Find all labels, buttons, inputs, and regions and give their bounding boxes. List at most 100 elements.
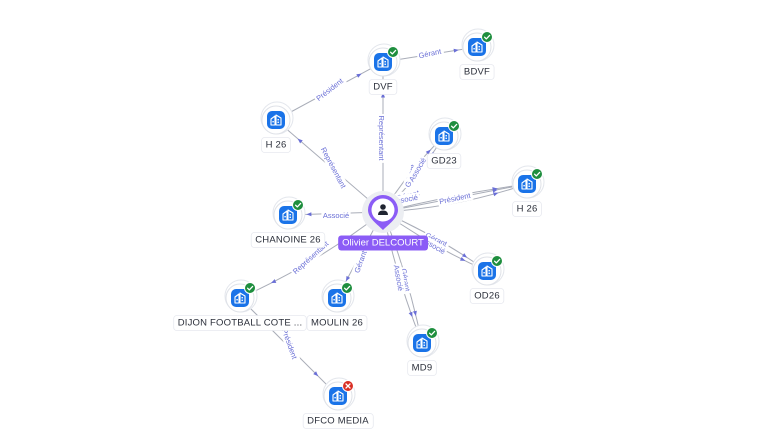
edge-arrow — [408, 311, 413, 318]
center-inner — [371, 198, 395, 222]
edge-label-text: Associé — [392, 264, 405, 291]
center-name-background — [338, 235, 429, 251]
edge-arrow — [460, 256, 466, 261]
edge-label: Président — [313, 75, 347, 104]
building-icon — [377, 56, 389, 68]
node-label-background — [173, 315, 307, 331]
edge-arrow — [306, 212, 312, 217]
building-icon — [270, 114, 282, 126]
node-label-background — [250, 232, 326, 248]
edge-arrow — [297, 138, 303, 144]
company-node-gd23[interactable]: GD23 — [426, 117, 462, 169]
node-label-background — [306, 315, 368, 331]
node-label-background — [426, 153, 462, 169]
node-label-text: DIJON FOOTBALL COTE ... — [178, 318, 303, 329]
edge-label-background — [437, 190, 474, 207]
edge-label: Associé — [391, 262, 406, 293]
company-node-h26b[interactable]: H 26 — [511, 165, 545, 217]
edge-label-background — [351, 247, 370, 276]
company-node-h26a[interactable]: H 26 — [260, 101, 294, 153]
node-label-text: CHANOINE 26 — [255, 235, 321, 246]
center-node-layer: Olivier DELCOURT — [338, 191, 429, 251]
building-icon — [438, 130, 450, 142]
edge-label: Associé — [321, 210, 351, 221]
building-icon — [521, 178, 533, 190]
edge-label: Représentant — [318, 144, 350, 192]
node-label-background — [469, 288, 505, 304]
node-label-text: DFCO MEDIA — [307, 416, 369, 427]
check-icon — [491, 255, 503, 267]
node-label-text: MOULIN 26 — [311, 318, 363, 329]
edge-arrow — [425, 149, 431, 155]
node-label-background — [512, 201, 542, 217]
nodes-layer: DVF BDVF H 26 GD23 H 26 CHANOINE 26 OD26DIJON … — [173, 28, 545, 429]
company-node-chanoine[interactable]: CHANOINE 26 — [250, 196, 326, 248]
center-person-node[interactable]: Olivier DELCOURT — [338, 191, 429, 251]
center-name-tag: Olivier DELCOURT — [338, 235, 429, 251]
check-icon — [244, 282, 256, 294]
edge-label-background — [391, 262, 406, 293]
node-label: MD9 — [407, 360, 437, 376]
node-label-background — [407, 360, 437, 376]
edge-label-text: Associé — [323, 211, 349, 220]
check-icon — [292, 199, 304, 211]
company-node-dfco[interactable]: DFCO MEDIA — [302, 377, 374, 429]
cross-icon — [342, 380, 354, 392]
edge-arrow — [412, 310, 417, 317]
edge-label-text: Représentant — [377, 115, 386, 161]
company-node-bdvf[interactable]: BDVF — [459, 28, 495, 80]
edge-arrow — [381, 92, 385, 98]
company-node-md9[interactable]: MD9 — [406, 324, 440, 376]
check-icon — [426, 327, 438, 339]
node-label: H 26 — [261, 137, 291, 153]
edge-label: Gérant — [351, 247, 370, 276]
edge-arrow — [492, 188, 498, 193]
edge-label-background — [318, 144, 350, 192]
building-icon — [416, 337, 428, 349]
node-label-background — [368, 79, 398, 95]
building-icon — [282, 209, 294, 221]
edge-label-background — [406, 155, 429, 185]
building-icon — [471, 41, 483, 53]
node-label-text: MD9 — [412, 363, 433, 374]
edge-label-background — [279, 326, 301, 363]
node-label-background — [302, 413, 374, 429]
person-icon — [378, 204, 388, 215]
check-icon — [341, 282, 353, 294]
edge-label-text: Gérant — [352, 249, 369, 274]
node-label: BDVF — [459, 64, 495, 80]
building-icon — [234, 292, 246, 304]
node-label-background — [261, 137, 291, 153]
node-label: DFCO MEDIA — [302, 413, 374, 429]
edge-label-text: Président — [314, 76, 345, 103]
edge-label-background — [313, 75, 347, 104]
edge-label-background — [376, 113, 387, 163]
edge-arrow — [270, 279, 277, 284]
edge-label-text: Président — [438, 191, 472, 207]
edge-label: Président — [437, 190, 474, 207]
edge-label: Représentant — [376, 113, 387, 163]
building-icon — [332, 390, 344, 402]
edge-label-text: Président — [280, 327, 300, 361]
edge-arrow — [345, 275, 351, 282]
node-label-text: OD26 — [474, 291, 500, 302]
node-label-text: H 26 — [266, 140, 287, 151]
company-node-dvf[interactable]: DVF — [367, 43, 401, 95]
company-node-dijon[interactable]: DIJON FOOTBALL COTE ... — [173, 279, 307, 331]
check-icon — [531, 168, 543, 180]
node-label-text: DVF — [373, 82, 393, 93]
company-node-od26[interactable]: OD26 — [469, 252, 505, 304]
edge-label-background — [321, 210, 351, 221]
edge-label: Gérant — [416, 45, 445, 61]
node-label: DIJON FOOTBALL COTE ... — [173, 315, 307, 331]
center-name-text: Olivier DELCOURT — [342, 238, 424, 249]
node-label-text: H 26 — [517, 204, 538, 215]
edge-arrow — [461, 253, 468, 258]
company-node-moulin[interactable]: MOULIN 26 — [306, 279, 368, 331]
check-icon — [387, 46, 399, 58]
node-label-text: GD23 — [431, 156, 457, 167]
building-icon — [331, 292, 343, 304]
node-label: OD26 — [469, 288, 505, 304]
